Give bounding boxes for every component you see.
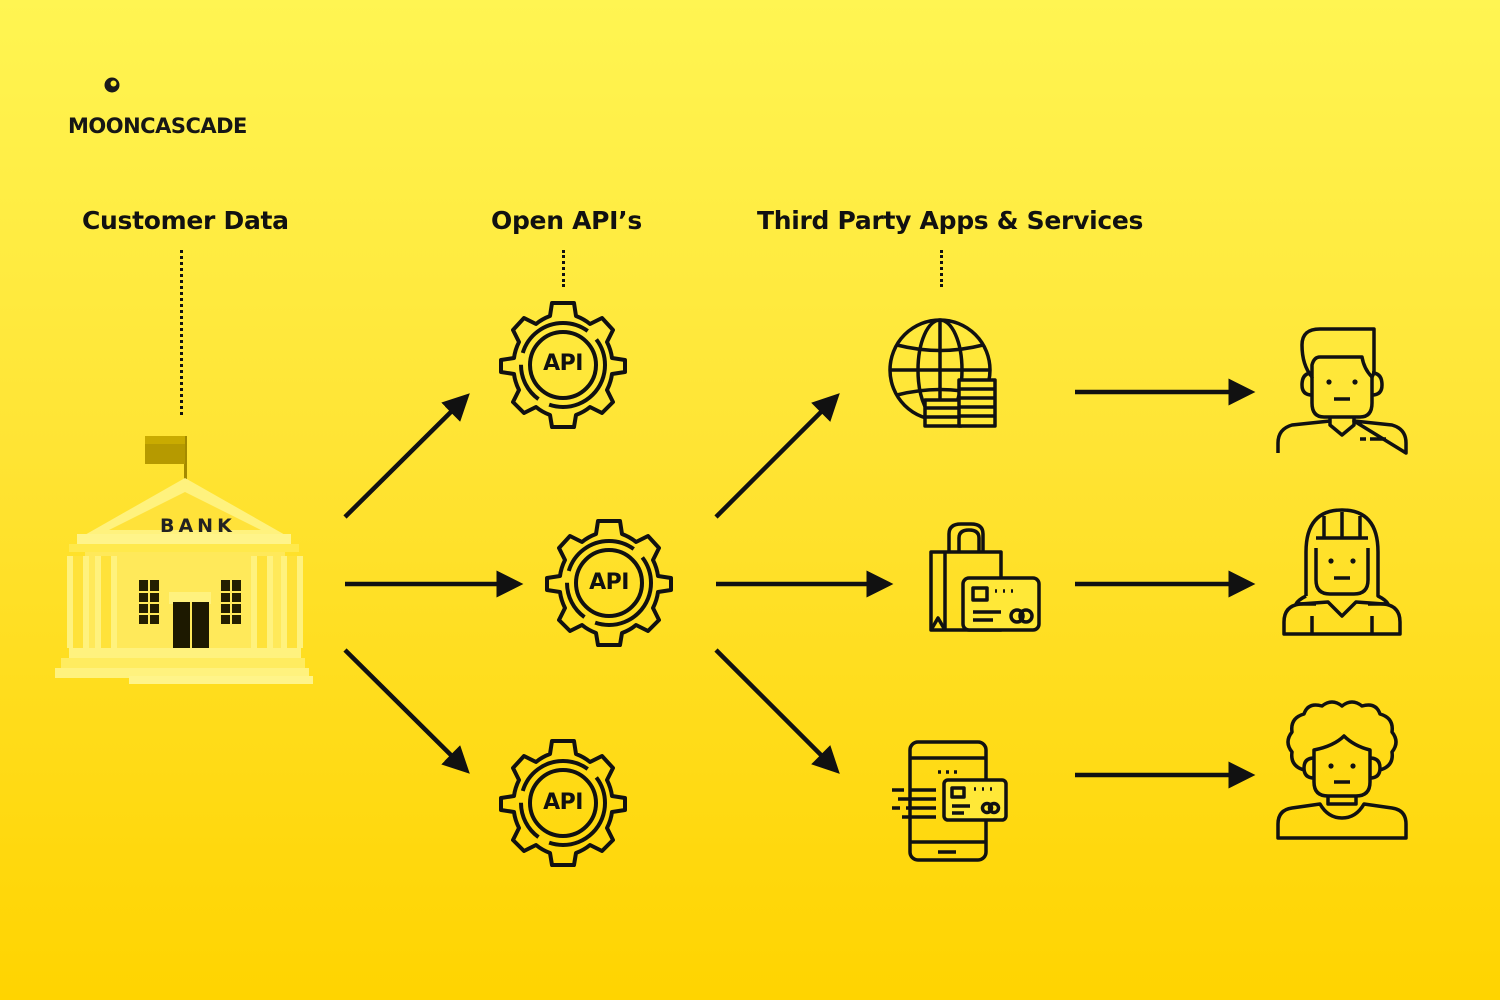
- crescent-moon-icon: [96, 68, 144, 110]
- api-label: API: [543, 790, 583, 815]
- bank-label: BANK: [160, 515, 236, 537]
- bank-building-icon: [55, 432, 315, 692]
- brand-logo: MOONCASCADE: [68, 68, 248, 148]
- heading-customer-data: Customer Data: [82, 206, 289, 235]
- man-avatar-icon: [1274, 325, 1410, 459]
- open-apis-connector: [562, 250, 565, 287]
- customer-data-connector: [180, 250, 183, 415]
- heading-third-party: Third Party Apps & Services: [757, 206, 1144, 235]
- arrow-bank-to-api-1: [343, 393, 470, 519]
- curly-hair-avatar-icon: [1274, 700, 1410, 844]
- api-gear-icon: [544, 518, 674, 648]
- brand-name: MOONCASCADE: [68, 114, 247, 138]
- api-label: API: [543, 351, 583, 376]
- mobile-payment-card-icon: [890, 738, 1014, 864]
- arrow-api-to-service-1: [714, 393, 840, 519]
- heading-open-apis: Open API’s: [491, 206, 642, 235]
- arrow-api-to-service-3: [714, 648, 840, 774]
- globe-coins-icon: [885, 318, 1005, 430]
- woman-avatar-icon: [1278, 506, 1406, 638]
- arrow-bank-to-api-3: [343, 648, 470, 774]
- api-gear-icon: [498, 738, 628, 868]
- api-label: API: [589, 570, 629, 595]
- api-gear-icon: [498, 300, 628, 430]
- shopping-bag-card-icon: [925, 520, 1045, 636]
- third-party-connector: [940, 250, 943, 287]
